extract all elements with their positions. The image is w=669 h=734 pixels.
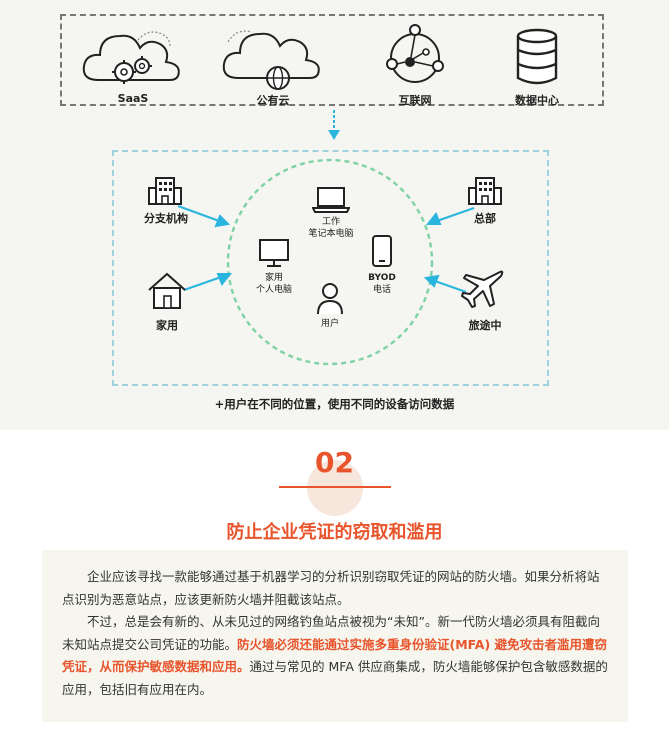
network-box bbox=[112, 150, 549, 386]
body-paragraph-1: 企业应该寻找一款能够通过基于机器学习的分析识别窃取凭证的网站的防火墙。如果分析将… bbox=[62, 569, 600, 607]
branch-building-icon bbox=[148, 177, 182, 205]
cloud-services-box bbox=[60, 14, 604, 106]
body-text-box: 企业应该寻找一款能够通过基于机器学习的分析识别窃取凭证的网站的防火墙。如果分析将… bbox=[42, 550, 628, 722]
diagram-panel: SaaS 公有云 互联网 数据中心 bbox=[0, 0, 669, 430]
section-number-block: 02 bbox=[0, 446, 669, 516]
branch-label: 分支机构 bbox=[144, 212, 188, 225]
internet-icon bbox=[386, 24, 444, 83]
home-label: 家用 bbox=[156, 319, 178, 332]
laptop-icon bbox=[312, 187, 350, 213]
section-number: 02 bbox=[315, 446, 354, 479]
airplane-icon bbox=[461, 270, 504, 308]
phone-label-line1: BYOD bbox=[368, 273, 396, 283]
datacenter-label: 数据中心 bbox=[515, 94, 559, 107]
travel-label: 旅途中 bbox=[468, 319, 502, 332]
user-icon bbox=[317, 283, 343, 315]
home-house-icon bbox=[148, 272, 186, 309]
section-underline bbox=[279, 486, 391, 488]
phone-label-line2: 电话 bbox=[372, 285, 391, 295]
pc-label-line2: 个人电脑 bbox=[255, 285, 292, 295]
body-paragraph-2a: 不过，总是会有新的、从未见过的网络钓鱼站点被视为“未知”。新一代防火墙必须具有阻… bbox=[62, 614, 600, 652]
public-cloud-icon bbox=[222, 30, 320, 90]
phone-icon bbox=[372, 235, 392, 267]
database-icon bbox=[516, 28, 558, 85]
body-paragraph-2b: 通过与常见的 MFA 供应商集成，防火墙能够保护包含敏感数据的应用，包括旧有应用… bbox=[62, 659, 608, 697]
section-number-bg bbox=[307, 460, 363, 516]
hq-building-icon bbox=[468, 177, 502, 205]
body-highlight: 防火墙必须还能通过实施多重身份验证(MFA) 避免攻击者滥用遭窃凭证，从而保护敏… bbox=[62, 636, 608, 675]
internet-label: 互联网 bbox=[398, 94, 432, 107]
body-paragraph-2: 不过，总是会有新的、从未见过的网络钓鱼站点被视为“未知”。新一代防火墙必须具有阻… bbox=[62, 611, 610, 701]
down-arrow-icon bbox=[328, 110, 340, 140]
laptop-label-line1: 工作 bbox=[321, 217, 340, 227]
user-access-circle bbox=[177, 158, 475, 366]
user-label: 用户 bbox=[320, 319, 339, 329]
section-title: 防止企业凭证的窃取和滥用 bbox=[226, 522, 443, 543]
laptop-label-line2: 笔记本电脑 bbox=[308, 229, 354, 239]
diagram-caption: +用户在不同的位置，使用不同的设备访问数据 bbox=[214, 397, 455, 411]
pc-label-line1: 家用 bbox=[264, 273, 283, 283]
monitor-icon bbox=[259, 239, 289, 267]
saas-cloud-icon bbox=[82, 31, 180, 84]
hq-label: 总部 bbox=[474, 212, 496, 225]
public-cloud-label: 公有云 bbox=[256, 94, 290, 107]
saas-label: SaaS bbox=[117, 92, 149, 105]
